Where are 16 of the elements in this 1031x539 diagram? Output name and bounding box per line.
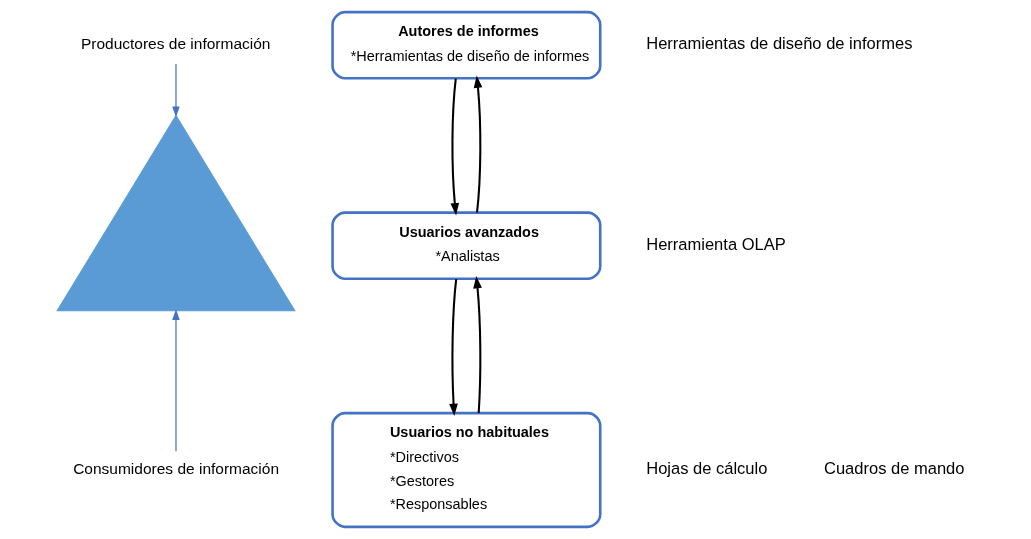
node-triangle [55,114,296,312]
label: Cuadros de mando [823,458,964,478]
label: Herramientas de diseño de informes [645,34,912,54]
label: Hojas de cálculo [645,458,767,478]
node-text: Productores de información [80,34,270,52]
arrow [449,78,459,216]
arrow [171,63,180,118]
arrow [472,275,482,413]
node-box: Autores de informes *Herramientas de diseño de informes [330,10,601,80]
node-text: Consumidores de información [72,459,279,477]
arrow [473,75,482,213]
label: Herramienta OLAP [645,234,786,254]
arrow [171,309,180,452]
arrow [448,278,458,417]
node-box: Usuarios avanzados *Analistas [330,211,601,281]
node-box: Usuarios no habituales *Directivos *Gestores *Responsables [330,411,601,529]
